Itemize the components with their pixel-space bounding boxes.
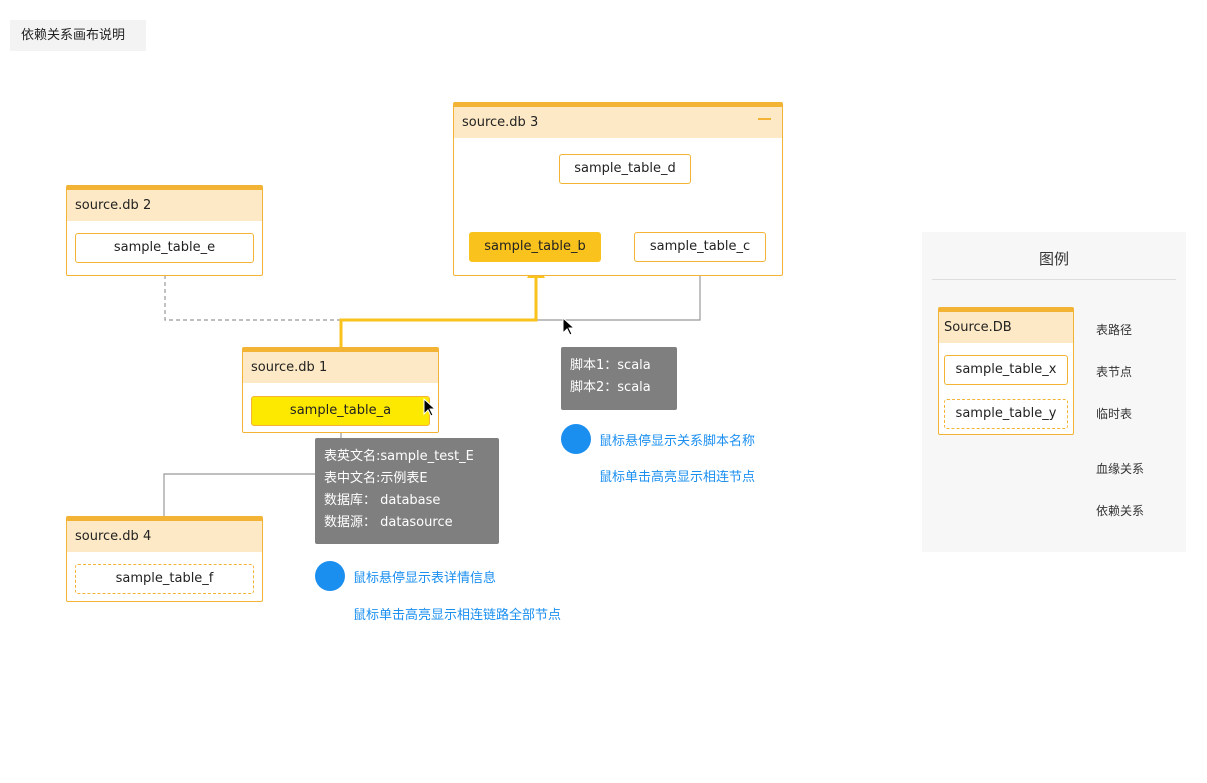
note-table-hover: 鼠标悬停显示表详情信息 (353, 571, 497, 586)
legend-label-dependency: 依赖关系 (1096, 504, 1145, 518)
legend-label-path: 表路径 (1096, 323, 1133, 337)
table-node-a[interactable]: sample_table_a (251, 396, 430, 426)
note-relation-click: 鼠标单击高亮显示相连节点 (599, 470, 756, 485)
lineage-edge-a-to-c[interactable] (536, 265, 701, 321)
cursor-icon (423, 398, 437, 417)
note-table-click: 鼠标单击高亮显示相连链路全部节点 (353, 608, 562, 623)
collapse-icon[interactable] (758, 118, 771, 120)
tooltip-line: 脚本2：scala (570, 380, 651, 395)
tooltip-line: 脚本1：scala (570, 358, 651, 373)
tooltip-line: 表英文名:sample_test_E (324, 449, 474, 464)
script-name-tooltip: 脚本1：scala 脚本2：scala (561, 347, 677, 410)
page-title: 依赖关系画布说明 (10, 20, 146, 51)
tooltip-line: 数据源： datasource (324, 515, 453, 530)
legend-panel: 图例 Source.DB sample_table_x sample_table… (922, 232, 1186, 552)
legend-divider (932, 279, 1176, 280)
table-node-c[interactable]: sample_table_c (634, 232, 766, 262)
temp-table-node-f[interactable]: sample_table_f (75, 564, 254, 594)
info-dot-icon (561, 424, 591, 454)
db-box-4-header: source.db 4 (67, 517, 262, 552)
legend-label-temp: 临时表 (1096, 407, 1133, 421)
table-node-d[interactable]: sample_table_d (559, 154, 691, 184)
tooltip-line: 表中文名:示例表E (324, 471, 428, 486)
legend-table-node: sample_table_x (944, 355, 1068, 385)
table-detail-tooltip: 表英文名:sample_test_E 表中文名:示例表E 数据库： databa… (315, 438, 499, 544)
legend-temp-node: sample_table_y (944, 399, 1068, 429)
info-dot-icon (315, 561, 345, 591)
cursor-icon (562, 317, 576, 336)
db-box-1-header: source.db 1 (243, 348, 438, 383)
legend-db-header: Source.DB (939, 308, 1073, 343)
note-relation-hover: 鼠标悬停显示关系脚本名称 (599, 434, 756, 449)
dependency-edge-a-to-e[interactable] (164, 264, 341, 321)
tooltip-line: 数据库： database (324, 493, 441, 508)
legend-label-node: 表节点 (1096, 365, 1133, 379)
table-node-e[interactable]: sample_table_e (75, 233, 254, 263)
legend-label-lineage: 血缘关系 (1096, 462, 1145, 476)
legend-title: 图例 (1038, 250, 1069, 268)
db-box-2-header: source.db 2 (67, 186, 262, 221)
table-node-b[interactable]: sample_table_b (469, 232, 601, 262)
db-box-3-header: source.db 3 (454, 103, 782, 138)
